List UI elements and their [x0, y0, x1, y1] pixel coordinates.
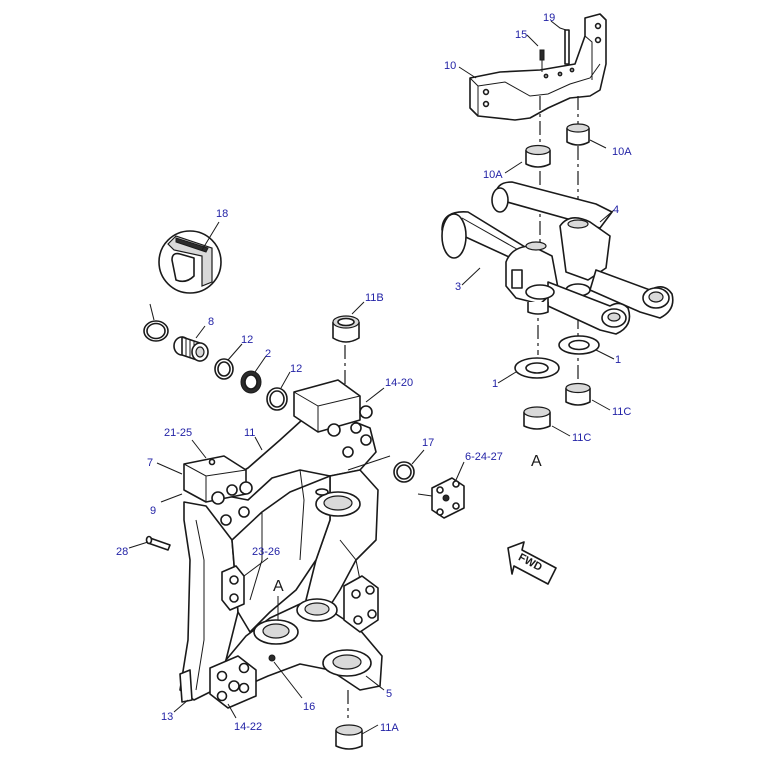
callout-3: 3: [455, 281, 461, 293]
callout-11a: 11A: [380, 722, 399, 734]
seal-part-2: [240, 370, 262, 394]
callout-12-a: 12: [241, 334, 253, 346]
callout-14-22: 14-22: [234, 721, 262, 733]
bushing-10a-left: [525, 144, 551, 168]
washer-1-right: [558, 335, 600, 355]
pin-part-28: [145, 535, 171, 551]
frame-part-11: [179, 379, 383, 709]
callout-1-left: 1: [492, 378, 498, 390]
bushing-10a-right: [566, 123, 590, 146]
reference-mark-a-cylinder: A: [531, 453, 542, 470]
flange-part-6-24-27: [417, 477, 465, 519]
callout-12-b: 12: [290, 363, 302, 375]
callout-11: 11: [244, 427, 255, 439]
callout-11c-right: 11C: [612, 406, 631, 418]
callout-10a-right: 10A: [612, 146, 632, 158]
bushing-11c-right: [565, 382, 591, 406]
bushing-11c-left: [523, 406, 551, 430]
callout-9: 9: [150, 505, 156, 517]
callout-1-right: 1: [615, 354, 621, 366]
oring-part-12-b: [266, 387, 288, 411]
oring-part-17: [393, 461, 415, 483]
bracket-part-10: [469, 13, 607, 121]
callout-19: 19: [543, 12, 555, 24]
plate-part-14-22: [209, 655, 257, 709]
callout-5: 5: [386, 688, 392, 700]
callout-8: 8: [208, 316, 214, 328]
callout-15: 15: [515, 29, 527, 41]
callout-4: 4: [613, 204, 619, 216]
seal-detail-18: [158, 230, 222, 294]
callout-11c-left: 11C: [572, 432, 591, 444]
callout-18: 18: [216, 208, 228, 220]
bolt-group-upper-right: [327, 405, 373, 458]
cylinder-part-3: [441, 211, 631, 335]
bushing-11a: [335, 724, 363, 750]
callout-14-20: 14-20: [385, 377, 413, 389]
washer-1-left: [514, 357, 560, 379]
callout-2: 2: [265, 348, 271, 360]
callout-7: 7: [147, 457, 153, 469]
callout-10: 10: [444, 60, 456, 72]
callout-23-26: 23-26: [252, 546, 280, 558]
bushing-11b: [332, 315, 360, 343]
callout-6-24-27: 6-24-27: [465, 451, 503, 463]
callout-21-25: 21-25: [164, 427, 192, 439]
callout-17: 17: [422, 437, 434, 449]
callout-16: 16: [303, 701, 315, 713]
grease-fitting-16: [268, 654, 276, 662]
callout-11b: 11B: [365, 292, 384, 304]
plate-part-23-26: [221, 565, 245, 611]
callout-10a-left: 10A: [483, 169, 503, 181]
bolt-group-upper-left: [211, 481, 253, 526]
plate-part-right: [343, 575, 379, 633]
oring-part-12-a: [214, 358, 234, 380]
leader-lines: [128, 20, 615, 735]
callout-13: 13: [161, 711, 173, 723]
forward-direction-arrow: FWD: [507, 541, 557, 585]
reference-mark-a-frame: A: [273, 578, 284, 595]
oring-part-left: [143, 320, 169, 342]
fitting-part-8: [173, 336, 209, 362]
callout-28: 28: [116, 546, 128, 558]
